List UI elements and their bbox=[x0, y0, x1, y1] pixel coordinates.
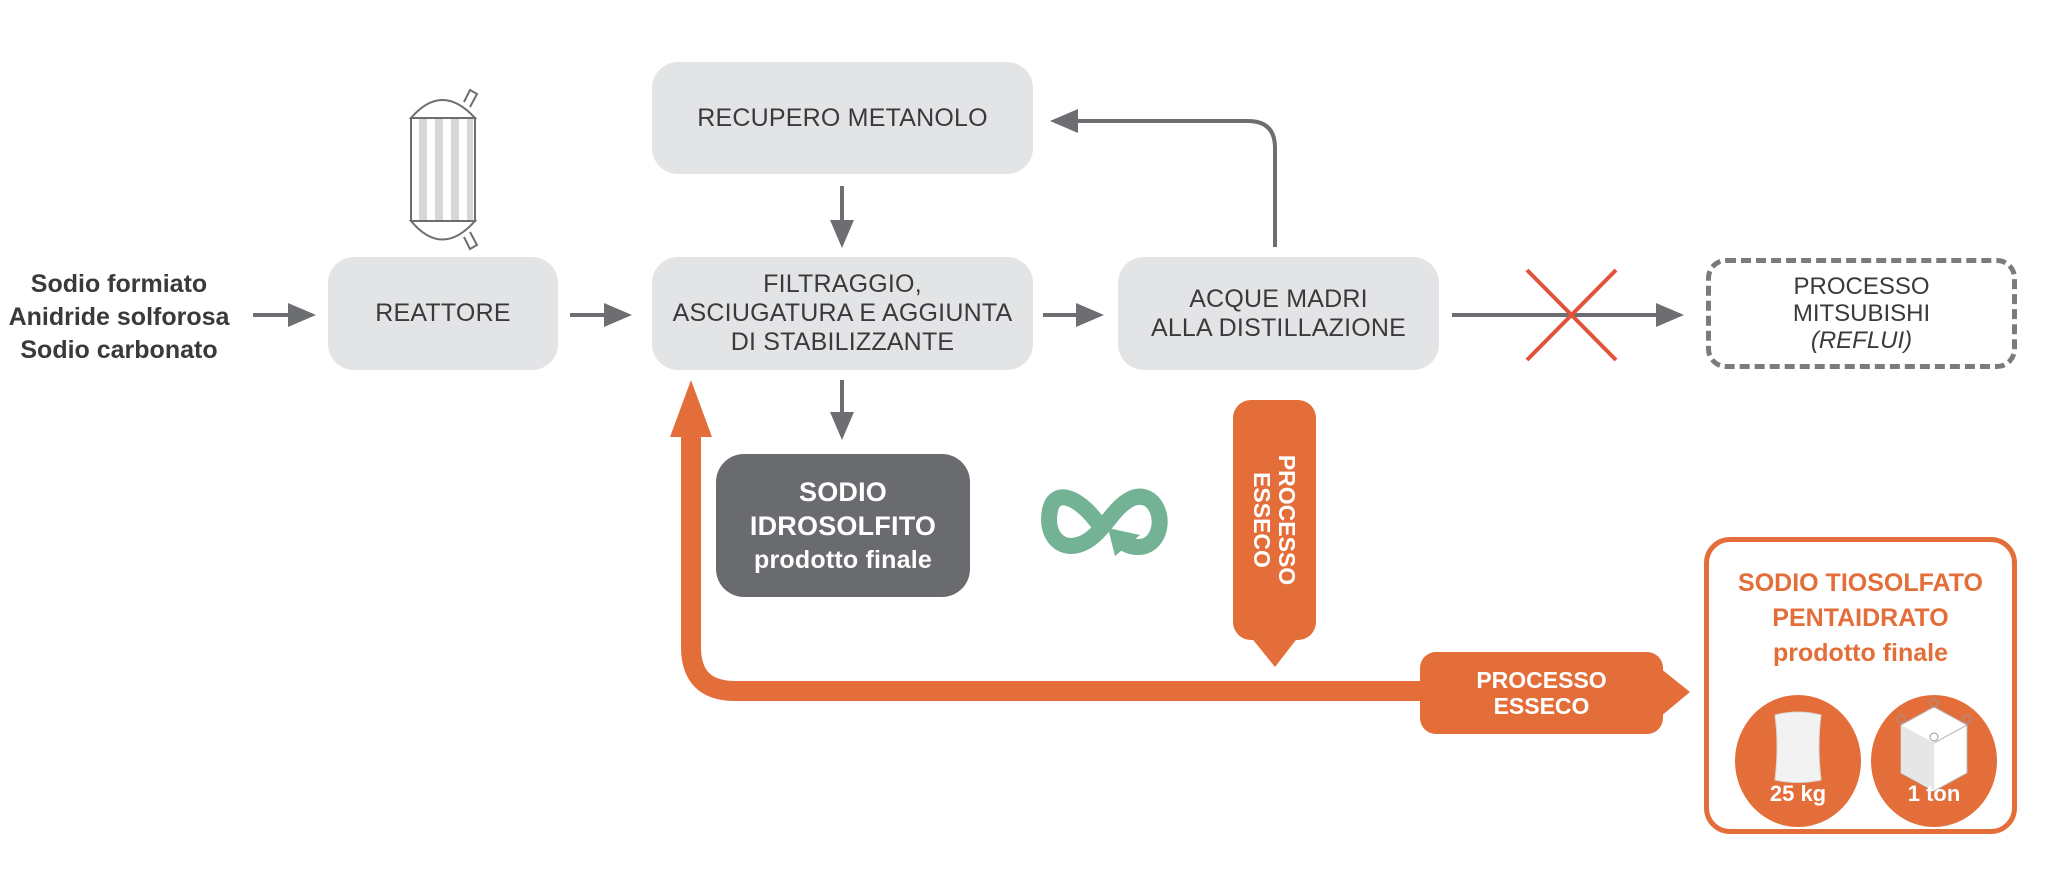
node-acque-madri[interactable]: ACQUE MADRI ALLA DISTILLAZIONE bbox=[1118, 257, 1439, 370]
reactor-icon bbox=[408, 88, 479, 251]
node-label-line: FILTRAGGIO, bbox=[763, 270, 922, 298]
tag-label-line: PROCESSO bbox=[1274, 454, 1301, 586]
raw-material: Sodio carbonato bbox=[20, 336, 218, 364]
bag-icon bbox=[1774, 711, 1822, 783]
node-label: RECUPERO METANOLO bbox=[697, 103, 988, 132]
node-label: REATTORE bbox=[375, 299, 511, 327]
node-label-line: (REFLUI) bbox=[1810, 327, 1913, 354]
raw-material: Sodio formiato bbox=[30, 270, 208, 298]
arrow-acque-to-recupero bbox=[1050, 109, 1277, 247]
esseco-vertical-tag-shape bbox=[1233, 400, 1316, 667]
node-label-line: ACQUE MADRI bbox=[1189, 284, 1368, 313]
package-1ton: 1 ton bbox=[1871, 695, 1997, 827]
node-filtraggio[interactable]: FILTRAGGIO, ASCIUGATURA E AGGIUNTA DI ST… bbox=[652, 257, 1033, 370]
product-title-line: SODIO TIOSOLFATO bbox=[1738, 569, 1983, 597]
circular-economy-icon bbox=[1041, 488, 1168, 556]
esseco-vertical-tag[interactable]: PROCESSO ESSECO bbox=[1233, 400, 1316, 640]
product-subtitle: prodotto finale bbox=[1773, 639, 1948, 667]
node-label-line: PROCESSO bbox=[1793, 273, 1930, 300]
raw-materials-list: Sodio formiato Anidride solforosa Sodio … bbox=[8, 268, 230, 367]
big-bag-icon bbox=[1896, 698, 1972, 792]
esseco-horizontal-tag-shape bbox=[1420, 652, 1690, 734]
tag-label-line: PROCESSO bbox=[1476, 667, 1607, 693]
product-title-line: PENTAIDRATO bbox=[1772, 604, 1949, 632]
node-label-line: prodotto finale bbox=[754, 545, 932, 574]
tag-label-line: ESSECO bbox=[1493, 693, 1590, 719]
orange-return-arrow bbox=[681, 432, 1420, 701]
node-label-line: SODIO bbox=[798, 476, 887, 507]
node-label-line: ALLA DISTILLAZIONE bbox=[1150, 313, 1407, 342]
esseco-horizontal-tag[interactable]: PROCESSO ESSECO bbox=[1420, 652, 1663, 734]
package-label: 1 ton bbox=[1907, 781, 1961, 806]
node-processo-mitsubishi[interactable]: PROCESSO MITSUBISHI (REFLUI) bbox=[1706, 258, 2017, 369]
node-label-line: ASCIUGATURA E AGGIUNTA bbox=[672, 299, 1013, 327]
blocked-cross-icon bbox=[1525, 268, 1618, 362]
node-sodio-idrosolfito[interactable]: SODIO IDROSOLFITO prodotto finale bbox=[716, 454, 970, 597]
node-label-line: MITSUBISHI bbox=[1792, 300, 1931, 327]
node-reattore[interactable]: REATTORE bbox=[328, 257, 558, 370]
raw-material: Anidride solforosa bbox=[8, 303, 230, 331]
package-25kg: 25 kg bbox=[1735, 695, 1861, 827]
node-label-line: DI STABILIZZANTE bbox=[730, 328, 955, 356]
tag-label-line: ESSECO bbox=[1249, 472, 1276, 568]
orange-arrowhead bbox=[670, 380, 712, 437]
node-label-line: IDROSOLFITO bbox=[749, 510, 937, 541]
node-sodio-tiosolfato[interactable]: SODIO TIOSOLFATO PENTAIDRATO prodotto fi… bbox=[1704, 537, 2017, 834]
package-label: 25 kg bbox=[1769, 781, 1827, 806]
node-recupero-metanolo[interactable]: RECUPERO METANOLO bbox=[652, 62, 1033, 174]
